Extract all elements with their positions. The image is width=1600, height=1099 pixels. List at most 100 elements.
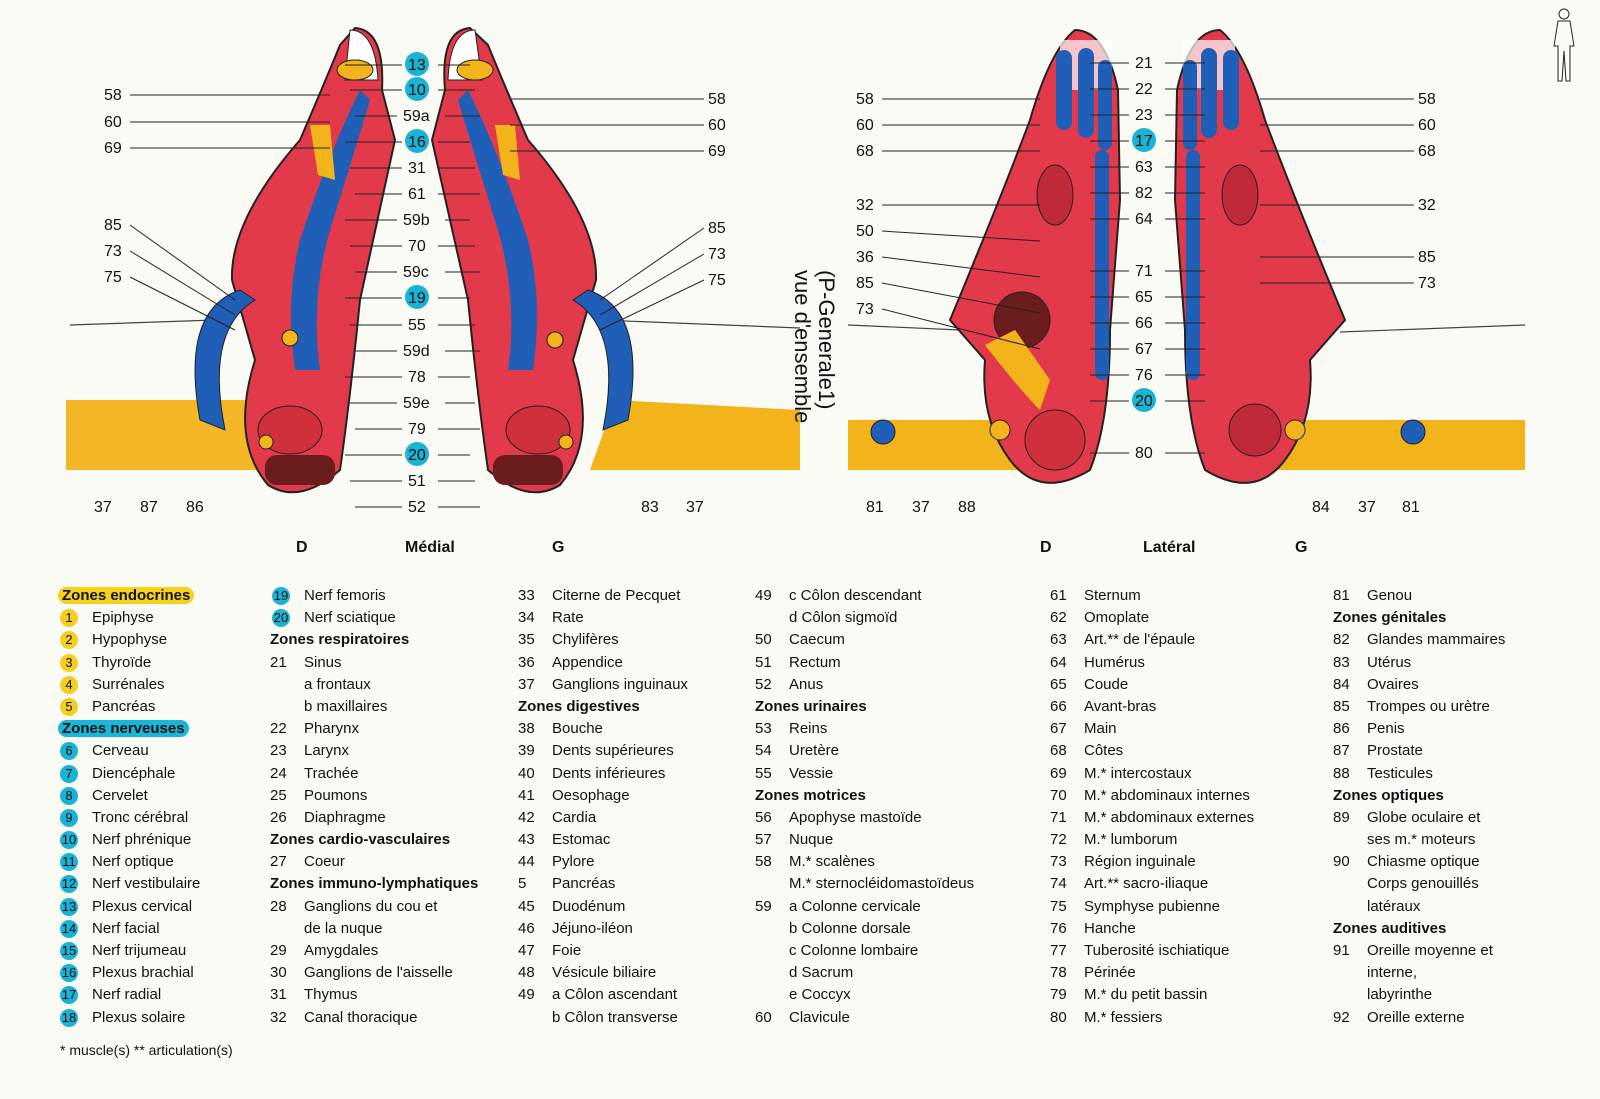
legend-item-number <box>270 696 304 718</box>
legend-item-number: 67 <box>1050 720 1067 738</box>
foot-medial-left <box>430 26 634 494</box>
human-figure-icon <box>1553 8 1575 82</box>
legend-item-text: Plexus solaire <box>92 1008 186 1026</box>
legend-item: 53 Reins <box>755 718 974 740</box>
legend-item-number: 18 <box>58 1007 92 1029</box>
zone-number-label: 23 <box>1135 107 1153 124</box>
legend-item-number <box>1333 962 1367 984</box>
legend-item-number: 90 <box>1333 853 1350 871</box>
legend-item-number <box>270 674 304 696</box>
leader-line <box>881 282 1041 314</box>
legend-item-number: 5 <box>58 696 92 718</box>
zone-number-label: 76 <box>1135 367 1153 384</box>
zone-number-label: 68 <box>856 143 874 160</box>
legend-item-number: 84 <box>1333 675 1350 693</box>
legend-number-badge: 12 <box>60 875 78 894</box>
legend-item-number: 37 <box>518 675 535 693</box>
legend-number-badge: 5 <box>60 697 78 716</box>
legend-item-text: Anus <box>789 675 824 693</box>
legend-item-number: 55 <box>755 764 772 782</box>
zone-number-label: 86 <box>186 499 204 516</box>
legend-item-text: M.* scalènes <box>789 853 875 871</box>
legend-item: interne, <box>1333 962 1505 984</box>
legend-item-text: Art.** sacro-iliaque <box>1084 875 1209 893</box>
legend-section-label: Zones auditives <box>1333 919 1447 937</box>
zone-number-label: 85 <box>856 275 874 292</box>
medial-left-marker: G <box>552 539 564 556</box>
legend-item-number: 66 <box>1050 697 1067 715</box>
legend-item-text: c Colonne lombaire <box>789 942 919 959</box>
legend-item-text: Nerf vestibulaire <box>92 875 201 893</box>
medial-title: Médial <box>405 539 455 556</box>
legend-item-text: Sinus <box>304 653 342 671</box>
legend-item-number: 8 <box>58 785 92 807</box>
legend-item-text: b maxillaires <box>304 697 388 715</box>
leader-line <box>129 276 236 331</box>
legend-item-number: 1 <box>58 607 92 629</box>
legend-item-text: M.* abdominaux externes <box>1084 808 1255 826</box>
zone-number-label: 10 <box>408 82 426 99</box>
legend-item-number: 34 <box>518 609 535 627</box>
lateral-right-marker: D <box>1040 539 1052 556</box>
legend-item-number: 47 <box>518 942 535 959</box>
legend-item-number: 12 <box>58 873 92 895</box>
legend-item-number <box>755 607 789 629</box>
leader-line <box>599 253 705 316</box>
zone-number-label: 87 <box>140 499 158 516</box>
legend-item-text: Cervelet <box>92 786 148 804</box>
legend-item-text: Pancréas <box>92 697 156 715</box>
legend-item-text: Cardia <box>552 808 597 826</box>
legend-item-text: Diencéphale <box>92 764 176 782</box>
legend-item-number: 76 <box>1050 919 1067 937</box>
zone-number-label: 83 <box>641 499 659 516</box>
legend-section-label: Zones urinaires <box>755 697 867 715</box>
legend-item-number: 4 <box>58 674 92 696</box>
zone-number-label: 81 <box>1402 499 1420 516</box>
leader-line <box>881 308 1041 350</box>
zone-number-label: 55 <box>408 317 426 334</box>
legend-item-text: M.* lumborum <box>1084 831 1178 849</box>
legend-item-text: Reins <box>789 720 828 738</box>
zone-number-label: 20 <box>1135 393 1153 410</box>
leader-line <box>881 230 1041 242</box>
legend-item-number: 85 <box>1333 697 1350 715</box>
legend-item-number: 49 <box>755 587 772 604</box>
legend-section-title: Zones urinaires <box>755 696 974 718</box>
legend-section-label: Zones respiratoires <box>270 631 410 649</box>
legend-item-number: 13 <box>58 896 92 918</box>
legend-item-text: de la nuque <box>304 919 383 937</box>
legend-item-number: 48 <box>518 964 535 982</box>
legend-item-text: e Coccyx <box>789 986 851 1004</box>
legend-item-text: Tronc cérébral <box>92 808 189 826</box>
legend-section-label: Zones optiques <box>1333 786 1444 804</box>
zone-number-label: 73 <box>104 243 122 260</box>
legend-item-text: Art.** de l'épaule <box>1084 631 1196 649</box>
legend-item-number: 53 <box>755 720 772 738</box>
legend-item-number <box>270 918 304 940</box>
legend-item: 5 Pancréas <box>58 696 200 718</box>
